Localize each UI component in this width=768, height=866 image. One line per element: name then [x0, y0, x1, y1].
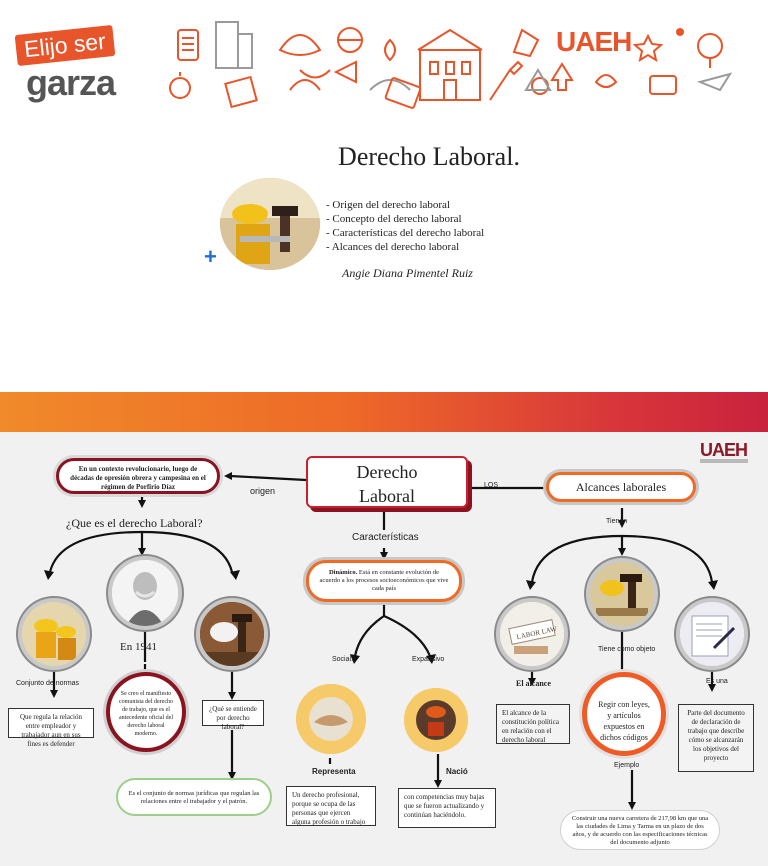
worker-photo — [220, 178, 320, 270]
uaeh-logo: UAEH — [556, 26, 632, 57]
logo-underline — [700, 459, 748, 463]
elijo-ser-garza-logo: Elijo ser garza — [14, 24, 146, 108]
uaeh-logo-small: UAEH — [700, 440, 748, 460]
el-alcance-box: El alcance de la constitución política e… — [496, 704, 570, 744]
education-doodles-illustration — [169, 21, 733, 109]
author-name: Angie Diana Pimentel Ruiz — [342, 266, 473, 280]
topic-item: - Alcances del derecho laboral — [326, 241, 460, 253]
tiene-objeto-label: Tiene como objeto — [598, 646, 656, 653]
gavel-helmet-image — [196, 598, 268, 670]
dinamico-text: Está en constante evolución de acuerdo a… — [319, 569, 449, 592]
nacio-box: con competencias muy bajas que se fueron… — [398, 788, 496, 828]
topic-list: - Origen del derecho laboral - Concepto … — [326, 198, 484, 254]
social-label: Social. — [332, 656, 354, 663]
es-una-box: Parte del documento de declaración de tr… — [678, 704, 754, 772]
caracteristicas-label: Características — [352, 532, 419, 543]
main-title-line-1: Derecho — [356, 462, 418, 482]
question-heading: ¿Que es el derecho Laboral? — [66, 516, 203, 530]
los-label: LOS — [484, 482, 499, 489]
ejemplo-box: Construir una nueva carretera de 217,98 … — [560, 810, 720, 850]
manifiesto-node: Se creo el manifiesto comunista del dere… — [106, 672, 186, 752]
topic-item: - Origen del derecho laboral — [326, 199, 450, 211]
concept-map: UAEH Derecho Laboral En un contexto revo… — [0, 432, 768, 866]
el-alcance-label: El alcance — [516, 679, 551, 688]
alcances-box: Alcances laborales — [546, 472, 696, 502]
porfirio-portrait — [108, 556, 182, 630]
handshake-image — [296, 684, 366, 754]
topic-item: - Concepto del derecho laboral — [326, 213, 462, 225]
conjunto-box: Que regula la relación entre empleador y… — [8, 708, 94, 748]
en-1941-label: En 1941 — [120, 641, 157, 653]
origen-label: origen — [250, 486, 276, 496]
tienen-label: Tienen — [606, 518, 628, 525]
labor-law-image: LABOR LAW — [496, 598, 568, 670]
dinamico-box: Dinámico. Está en constante evolución de… — [306, 560, 462, 602]
definicion-box: Es el conjunto de normas jurídicas que r… — [116, 778, 272, 816]
main-title-line-2: Laboral — [359, 486, 415, 506]
topic-item: - Características del derecho laboral — [326, 227, 485, 239]
origin-box: En un contexto revolucionario, luego de … — [56, 458, 220, 494]
main-topic-box: Derecho Laboral — [306, 456, 468, 508]
brand-line-2: garza — [26, 62, 116, 103]
worker-image — [404, 688, 468, 752]
ejemplo-label: Ejemplo — [614, 762, 640, 769]
cover-section: Elijo ser garza — [0, 0, 768, 392]
plus-icon: + — [204, 244, 217, 269]
dinamico-title: Dinámico. — [328, 569, 358, 576]
que-se-entiende-box: ¿Qué se entiende por derecho laboral? — [202, 700, 264, 731]
representa-box: Un derecho profesional, porque se ocupa … — [286, 786, 376, 826]
representa-label: Representa — [312, 767, 356, 776]
expansivo-label: Expansivo — [412, 656, 445, 663]
regir-node: Regir con leyes, y artículos expuestos e… — [582, 672, 666, 756]
gavel-image — [586, 558, 658, 630]
brand-line-1: Elijo ser — [14, 24, 116, 67]
workers-image — [18, 598, 90, 670]
es-una-label: Es una — [706, 678, 728, 685]
document-title: Derecho Laboral. — [338, 142, 520, 171]
conjunto-label: Conjunto de normas — [16, 680, 80, 687]
document-signing-image — [676, 598, 748, 670]
nacio-label: Nació — [446, 767, 468, 776]
divider-gradient-band — [0, 392, 768, 432]
